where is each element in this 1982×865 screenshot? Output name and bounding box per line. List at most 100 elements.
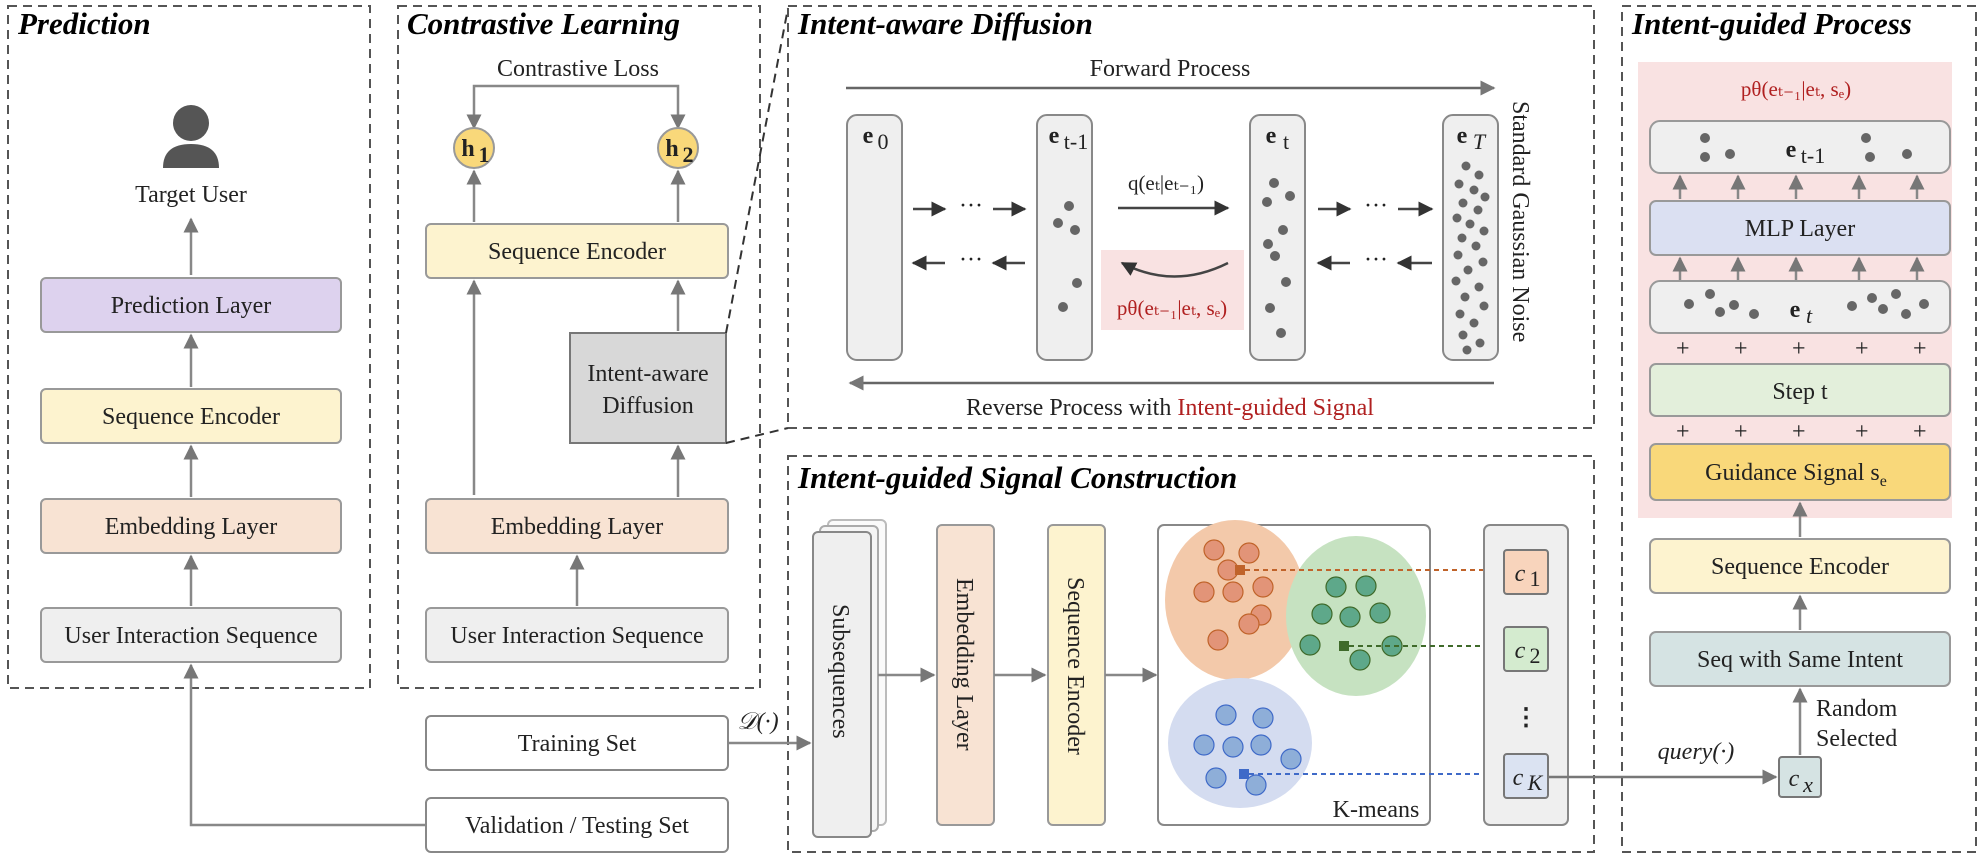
signal-encoder-label: Sequence Encoder bbox=[1062, 577, 1088, 755]
process-et-1-box bbox=[1649, 120, 1951, 174]
subsequences-label: Subsequences bbox=[827, 604, 853, 739]
d-operator-label: 𝒟(·) bbox=[737, 709, 778, 735]
svg-text:+: + bbox=[1734, 336, 1748, 362]
ellipsis-3: ··· bbox=[1364, 193, 1388, 219]
training-set-label: Training Set bbox=[518, 731, 637, 757]
prediction-layer-box bbox=[40, 277, 342, 333]
query-label: query(·) bbox=[1658, 739, 1735, 765]
process-et-1-points bbox=[1700, 133, 1912, 162]
prediction-panel: Prediction Target User Prediction Layer … bbox=[7, 5, 371, 689]
e0-vector bbox=[846, 114, 903, 361]
svg-text:e: e bbox=[1266, 123, 1277, 149]
mlp-layer-label: MLP Layer bbox=[1745, 216, 1855, 242]
prediction-embedding-label: Embedding Layer bbox=[105, 514, 278, 540]
svg-text:h: h bbox=[665, 136, 678, 162]
svg-text:e: e bbox=[1049, 123, 1060, 149]
orange-centroid bbox=[1235, 565, 1245, 575]
diffusion-module-box bbox=[569, 332, 727, 444]
process-panel: Intent-guided Process pθ(eₜ₋₁|eₜ, sₑ) e … bbox=[1621, 5, 1977, 853]
svg-text:2: 2 bbox=[683, 142, 694, 167]
svg-text:c: c bbox=[1515, 561, 1526, 587]
kmeans-label: K-means bbox=[1333, 797, 1420, 823]
signal-embedding-label: Embedding Layer bbox=[951, 578, 977, 751]
guidance-signal-box bbox=[1649, 443, 1951, 501]
svg-text:h: h bbox=[461, 136, 474, 162]
process-encoder-box bbox=[1649, 538, 1951, 594]
prediction-embedding-box bbox=[40, 498, 342, 554]
target-user-label: Target User bbox=[135, 182, 247, 208]
svg-text:0: 0 bbox=[878, 129, 889, 154]
ellipsis-4: ··· bbox=[1364, 247, 1388, 273]
et-points bbox=[1262, 178, 1295, 338]
process-title: Intent-guided Process bbox=[1631, 6, 1912, 41]
green-points bbox=[1299, 575, 1403, 671]
same-intent-label: Seq with Same Intent bbox=[1697, 647, 1903, 673]
cx-node: c x bbox=[1778, 756, 1822, 798]
svg-text:2: 2 bbox=[1530, 643, 1541, 668]
subsequences-stack bbox=[812, 519, 887, 838]
contrastive-panel: Contrastive Learning Contrastive Loss h … bbox=[397, 5, 761, 689]
et-1-vector bbox=[1036, 114, 1093, 361]
validation-set-label: Validation / Testing Set bbox=[465, 813, 689, 839]
svg-text:+: + bbox=[1734, 419, 1748, 445]
c2-node: c 2 bbox=[1503, 626, 1549, 672]
p-formula: pθ(eₜ₋₁|eₜ, sₑ) bbox=[1117, 296, 1227, 320]
random-label-1: Random bbox=[1816, 696, 1898, 722]
contrastive-title: Contrastive Learning bbox=[407, 6, 680, 41]
orange-points bbox=[1193, 539, 1274, 651]
signal-panel: Intent-guided Signal Construction Subseq… bbox=[787, 455, 1595, 853]
random-label-2: Selected bbox=[1816, 726, 1897, 752]
svg-text:e: e bbox=[863, 123, 874, 149]
contrastive-embedding-box bbox=[425, 498, 729, 554]
reverse-process-label: Reverse Process with Intent-guided Signa… bbox=[966, 395, 1374, 421]
svg-text:c: c bbox=[1513, 765, 1524, 791]
svg-text:+: + bbox=[1792, 336, 1806, 362]
plus-row-2: + + + + + bbox=[1676, 419, 1927, 445]
ellipsis-1: ··· bbox=[959, 193, 983, 219]
svg-text:+: + bbox=[1913, 336, 1927, 362]
prediction-title: Prediction bbox=[17, 6, 151, 41]
contrastive-loss-label: Contrastive Loss bbox=[497, 56, 659, 82]
contrastive-sequence-box bbox=[425, 607, 729, 663]
prediction-encoder-label: Sequence Encoder bbox=[102, 404, 280, 430]
et-1-points bbox=[1053, 201, 1082, 312]
blue-centroid bbox=[1239, 769, 1249, 779]
svg-text:e: e bbox=[1786, 137, 1797, 163]
svg-text:1: 1 bbox=[1530, 566, 1541, 591]
diffusion-title: Intent-aware Diffusion bbox=[797, 6, 1093, 41]
svg-text:t: t bbox=[1283, 129, 1289, 154]
process-p-formula: pθ(eₜ₋₁|eₜ, sₑ) bbox=[1741, 77, 1851, 101]
noise-label: Standard Gaussian Noise bbox=[1507, 101, 1533, 342]
eT-vector bbox=[1442, 114, 1499, 361]
svg-text:e: e bbox=[1457, 123, 1468, 149]
svg-text:+: + bbox=[1855, 419, 1869, 445]
svg-text:K: K bbox=[1527, 770, 1544, 795]
green-centroid bbox=[1339, 641, 1349, 651]
svg-text:e: e bbox=[1790, 297, 1801, 323]
svg-text:1: 1 bbox=[479, 142, 490, 167]
svg-text:c: c bbox=[1515, 638, 1526, 664]
svg-text:+: + bbox=[1855, 336, 1869, 362]
et-vector bbox=[1249, 114, 1306, 361]
prediction-layer-label: Prediction Layer bbox=[111, 293, 272, 319]
contrastive-sequence-label: User Interaction Sequence bbox=[450, 623, 703, 649]
process-et-points bbox=[1684, 289, 1929, 319]
plus-row-1: + + + + + bbox=[1676, 336, 1927, 362]
mlp-input-arrows bbox=[1672, 256, 1925, 280]
user-icon bbox=[163, 105, 219, 168]
svg-text:x: x bbox=[1802, 772, 1813, 797]
svg-text:+: + bbox=[1913, 419, 1927, 445]
prediction-sequence-box bbox=[40, 607, 342, 663]
centroid-column bbox=[1483, 524, 1569, 826]
svg-text:t-1: t-1 bbox=[1801, 143, 1825, 168]
eT-points bbox=[1451, 161, 1490, 355]
svg-text:T: T bbox=[1473, 129, 1487, 154]
forward-process-label: Forward Process bbox=[1090, 56, 1251, 82]
prediction-encoder-box bbox=[40, 388, 342, 444]
guidance-signal-label: Guidance Signal se bbox=[1705, 460, 1887, 490]
contrastive-embedding-label: Embedding Layer bbox=[491, 514, 664, 540]
svg-text:+: + bbox=[1676, 419, 1690, 445]
centroid-vdots: ⋮ bbox=[1514, 705, 1538, 731]
